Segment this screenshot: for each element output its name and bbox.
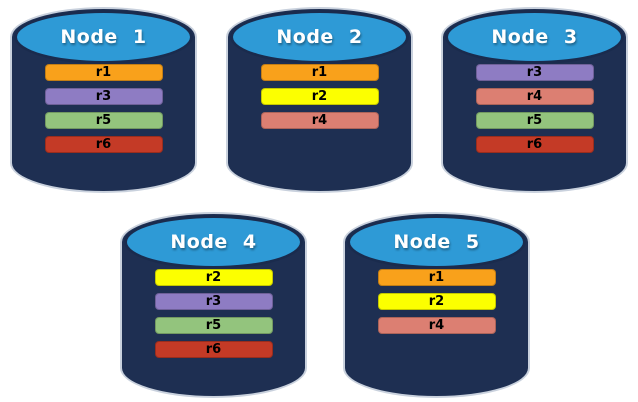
replica-bar-r1: r1	[260, 64, 379, 81]
node-1-cylinder-top: Node 1	[14, 10, 193, 64]
node-4-replica-list: r2 r3 r5 r6	[154, 269, 273, 358]
node-2-cylinder: Node 2 r1 r2 r4	[226, 7, 413, 193]
node-3-title: Node 3	[491, 26, 578, 48]
replica-bar-r6: r6	[475, 136, 594, 153]
node-2-replica-list: r1 r2 r4	[260, 64, 379, 129]
replica-bar-r6: r6	[154, 341, 273, 358]
replica-bar-r3: r3	[44, 88, 163, 105]
replica-bar-r4: r4	[377, 317, 496, 334]
node-3-replica-list: r3 r4 r5 r6	[475, 64, 594, 153]
replica-bar-r5: r5	[154, 317, 273, 334]
replica-bar-r3: r3	[154, 293, 273, 310]
replica-bar-r5: r5	[44, 112, 163, 129]
replica-bar-r4: r4	[260, 112, 379, 129]
node-4-cylinder-top: Node 4	[124, 215, 303, 269]
replica-bar-r5: r5	[475, 112, 594, 129]
node-5-replica-list: r1 r2 r4	[377, 269, 496, 334]
node-2-cylinder-top: Node 2	[230, 10, 409, 64]
replica-bar-r2: r2	[260, 88, 379, 105]
replica-bar-r6: r6	[44, 136, 163, 153]
node-4-cylinder: Node 4 r2 r3 r5 r6	[120, 212, 307, 398]
node-5-cylinder-top: Node 5	[347, 215, 526, 269]
node-1-cylinder: Node 1 r1 r3 r5 r6	[10, 7, 197, 193]
node-5-cylinder: Node 5 r1 r2 r4	[343, 212, 530, 398]
node-1-title: Node 1	[60, 26, 147, 48]
replica-bar-r2: r2	[154, 269, 273, 286]
replica-bar-r4: r4	[475, 88, 594, 105]
replica-bar-r2: r2	[377, 293, 496, 310]
replica-bar-r3: r3	[475, 64, 594, 81]
node-3-cylinder-top: Node 3	[445, 10, 624, 64]
replica-bar-r1: r1	[377, 269, 496, 286]
node-5-title: Node 5	[393, 231, 480, 253]
replica-bar-r1: r1	[44, 64, 163, 81]
node-3-cylinder: Node 3 r3 r4 r5 r6	[441, 7, 628, 193]
node-2-title: Node 2	[276, 26, 363, 48]
node-1-replica-list: r1 r3 r5 r6	[44, 64, 163, 153]
node-4-title: Node 4	[170, 231, 257, 253]
